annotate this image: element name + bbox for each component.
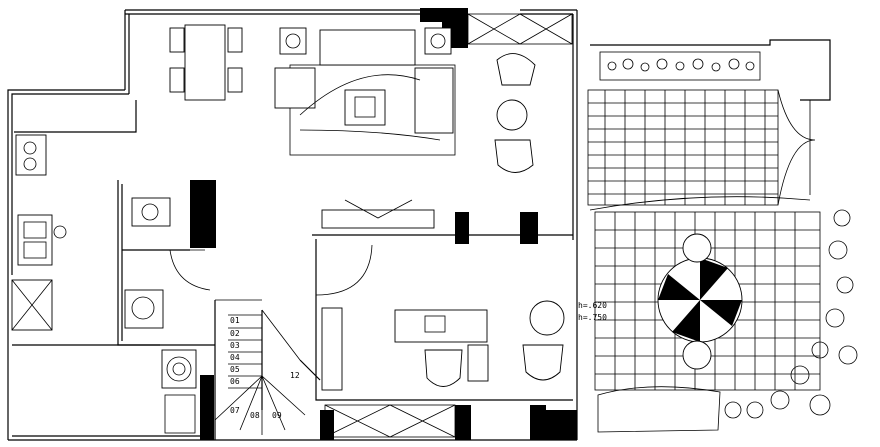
stair-number: 04 — [230, 353, 240, 362]
stair-number: 05 — [230, 365, 240, 374]
planter-shrubs — [607, 58, 755, 72]
storage-room — [12, 344, 197, 434]
living-room-set — [274, 27, 536, 173]
tv-cabinet — [321, 199, 435, 229]
kitchen-fixtures — [11, 134, 67, 331]
garden-plants — [724, 209, 858, 419]
bathroom-fixtures — [117, 180, 215, 346]
patio-table — [657, 233, 743, 370]
stair-number: 01 — [230, 316, 240, 325]
stair-number: 07 — [230, 406, 240, 415]
study-room — [312, 234, 573, 438]
stair-number: 08 — [250, 411, 260, 420]
stair-number: 09 — [272, 411, 282, 420]
dining-table-set — [169, 24, 243, 101]
pond — [597, 386, 721, 433]
height-notes: h=.620 h=.750 — [578, 301, 607, 322]
outer-walls — [7, 9, 578, 441]
terrace — [587, 39, 858, 433]
stair-number: 06 — [230, 377, 240, 386]
height-note: h=.620 — [578, 301, 607, 310]
height-note: h=.750 — [578, 313, 607, 322]
stair-number: 12 — [290, 371, 300, 380]
staircase: 01 02 03 04 05 06 07 08 09 12 — [214, 299, 321, 440]
top-window — [467, 13, 573, 45]
stair-number: 03 — [230, 341, 240, 350]
stair-number: 02 — [230, 329, 240, 338]
brick-paving — [587, 89, 779, 206]
wall-piers — [190, 8, 577, 440]
